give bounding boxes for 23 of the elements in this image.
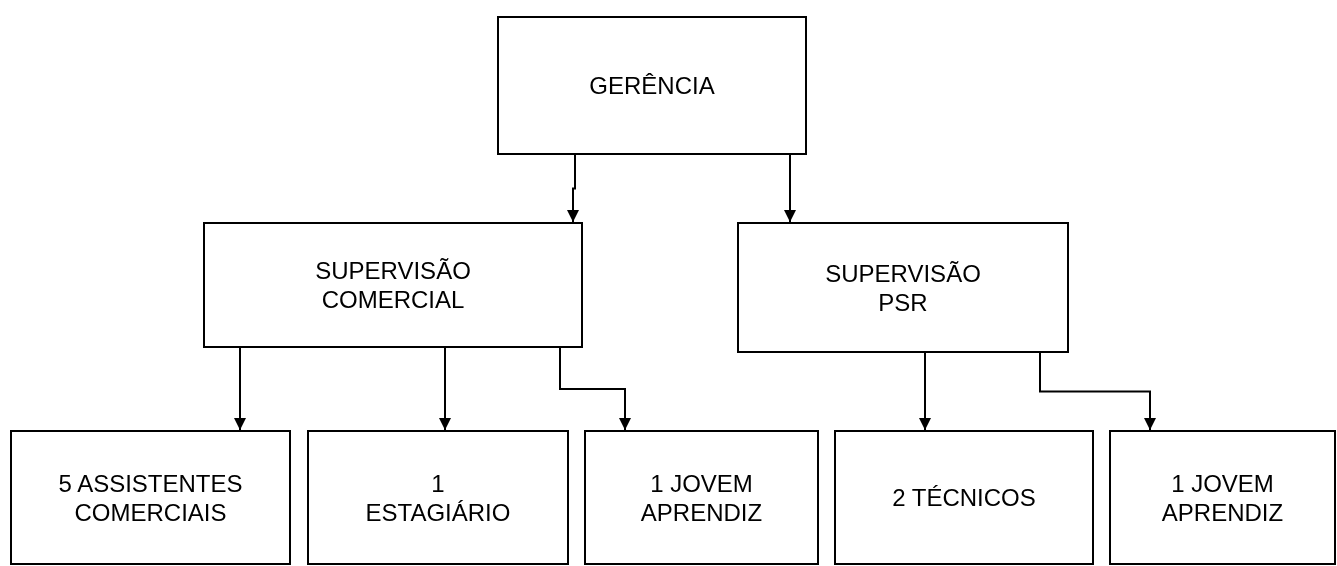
box-label: 5 ASSISTENTES COMERCIAIS bbox=[57, 468, 244, 527]
box-label: SUPERVISÃO COMERCIAL bbox=[314, 256, 472, 314]
org-box bbox=[10, 430, 291, 565]
org-box bbox=[307, 430, 569, 565]
org-box bbox=[497, 16, 807, 155]
box-label: 1 JOVEM APRENDIZ bbox=[639, 468, 764, 527]
arrow bbox=[234, 347, 246, 431]
org-box bbox=[737, 222, 1069, 353]
arrow bbox=[784, 154, 796, 223]
org-box bbox=[584, 430, 819, 565]
org-box bbox=[834, 430, 1094, 565]
box-label: 1 ESTAGIÁRIO bbox=[364, 468, 512, 527]
arrow bbox=[1039, 352, 1156, 431]
box-label: 2 TÉCNICOS bbox=[892, 483, 1036, 512]
org-box bbox=[203, 222, 583, 348]
arrow bbox=[559, 347, 631, 431]
box-label: GERÊNCIA bbox=[589, 71, 715, 100]
arrow bbox=[567, 154, 579, 223]
box-label: 1 JOVEM APRENDIZ bbox=[1160, 468, 1285, 527]
arrow bbox=[439, 347, 451, 431]
org-box bbox=[1109, 430, 1336, 565]
box-label: SUPERVISÃO PSR bbox=[824, 258, 982, 317]
arrow bbox=[919, 352, 931, 431]
